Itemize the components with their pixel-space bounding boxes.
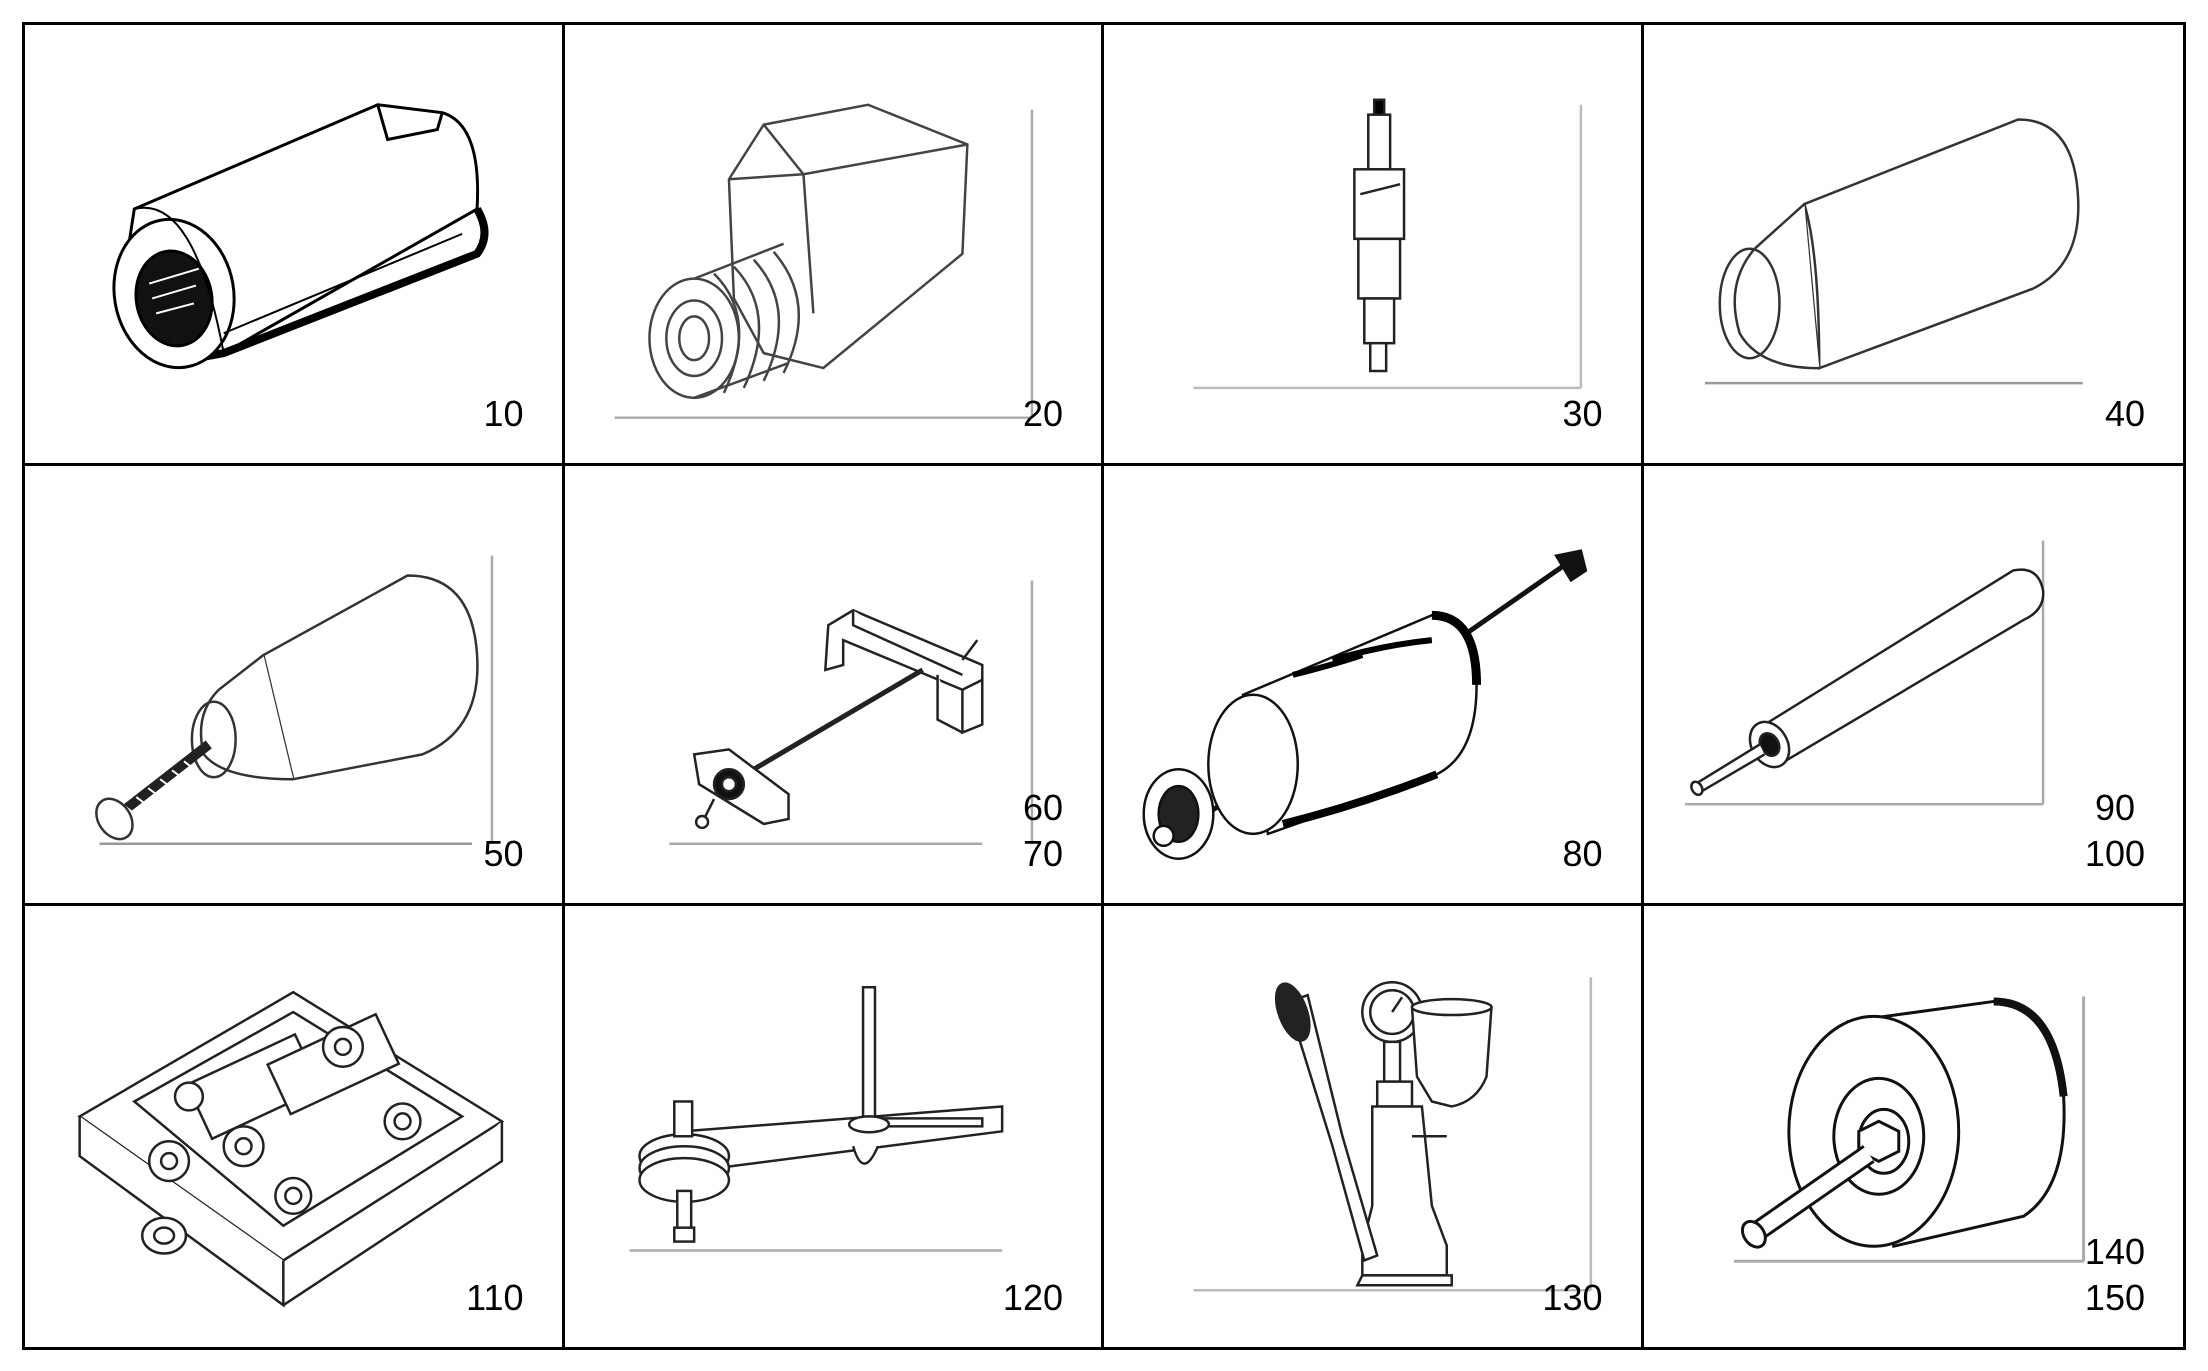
slide-hammer-icon [1142, 548, 1588, 860]
splined-socket-icon [112, 103, 489, 370]
tool-number-label: 140 150 [2084, 1230, 2145, 1318]
tool-cell-60-70: 60 70 [564, 465, 1104, 907]
tool-number-label: 130 [1542, 1276, 1603, 1318]
tool-cell-50: 50 [25, 465, 565, 907]
tool-cell-10: 10 [25, 25, 565, 466]
tool-number-label: 30 [1562, 392, 1603, 434]
drift-rod-icon [1684, 540, 2044, 806]
sleeve-with-bolt-icon [95, 555, 494, 845]
tool-number-label: 10 [483, 392, 524, 434]
nozzle-tester-icon [1193, 977, 1593, 1292]
tool-cell-140-150: 140 150 [1644, 906, 2184, 1347]
tool-cell-30: 30 [1104, 25, 1644, 466]
tapered-sleeve-icon [1704, 118, 2083, 385]
tool-cell-80: 80 [1104, 465, 1644, 907]
tool-number-label: 20 [1022, 392, 1063, 434]
tool-cell-130: 130 [1104, 906, 1644, 1347]
bearing-drum-tool-icon [1733, 996, 2085, 1264]
tool-number-label: 50 [483, 833, 524, 875]
tool-cell-110: 110 [25, 906, 565, 1347]
tool-number-label: 80 [1562, 833, 1603, 875]
tool-number-label: 60 70 [1022, 787, 1063, 875]
tool-cell-20: 20 [564, 25, 1104, 466]
tool-number-label: 120 [1002, 1276, 1063, 1318]
holding-fixture-icon [77, 991, 505, 1308]
tool-number-label: 90 100 [2084, 787, 2145, 875]
ratchet-wrench-icon [629, 986, 1003, 1253]
tool-cell-120: 120 [565, 906, 1104, 1347]
tool-number-label: 40 [2104, 392, 2145, 434]
tool-number-label: 110 [466, 1276, 524, 1318]
threaded-hex-adapter-icon [614, 103, 1033, 419]
tool-cell-90-100: 90 100 [1643, 466, 2183, 907]
injector-nozzle-icon [1193, 98, 1583, 390]
bridge-puller-icon [668, 580, 1033, 845]
tool-cell-40: 40 [1643, 25, 2183, 466]
tool-grid: 10 20 [22, 22, 2186, 1350]
